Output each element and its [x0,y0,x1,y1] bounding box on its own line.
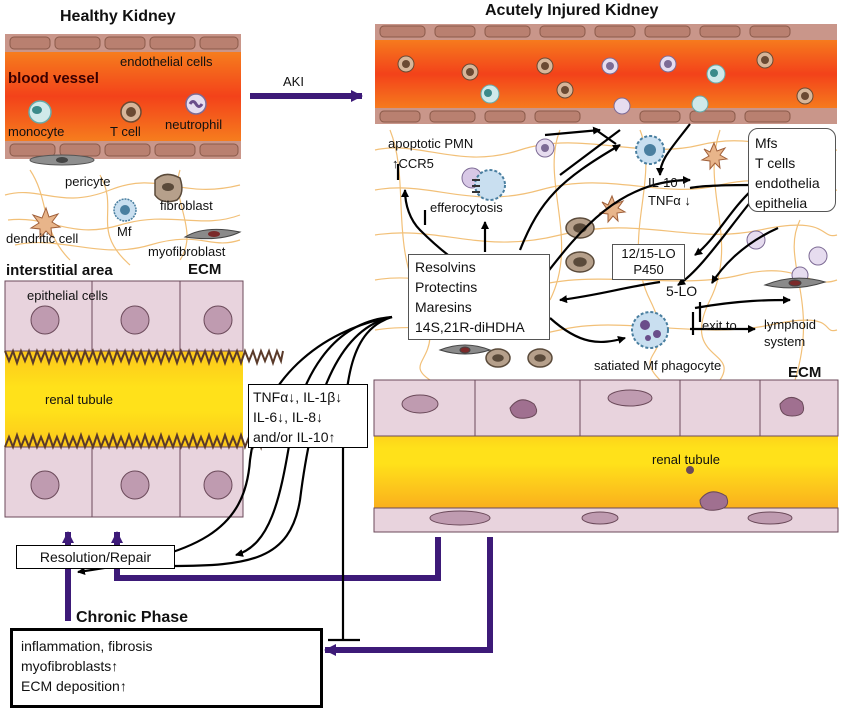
producer-endothelia: endothelia [755,175,820,191]
fibroblast-icon [154,173,183,203]
healthy-ecm-label: ECM [188,261,222,278]
mediator-dihdha: 14S,21R-diHDHA [415,319,525,335]
cytokine-line-2: IL-6↓, IL-8↓ [253,409,324,425]
cytokine-line-3: and/or IL-10↑ [253,429,336,445]
mf-label: Mf [117,224,132,239]
il10-label: IL-10 ↑ [648,175,688,190]
vessel-leukocytes-icon [397,51,814,115]
efferocytosis-label: efferocytosis [430,200,503,215]
fibroblast-label: fibroblast [160,198,213,213]
dendritic-cell-label: dendritic cell [6,231,79,246]
t-cell-label: T cell [110,124,141,139]
chronic-phase-box: inflammation, fibrosis myofibroblasts↑ E… [10,628,323,708]
mediator-resolvins: Resolvins [415,259,476,275]
neutrophil-label: neutrophil [165,117,223,132]
pericyte-icon [29,154,95,166]
mediator-protectins: Protectins [415,279,478,295]
chronic-phase-title: Chronic Phase [76,609,189,626]
healthy-blood-vessel [5,34,241,159]
injured-blood-vessel [375,24,837,124]
enzyme-p450: P450 [633,262,664,277]
chronic-line-2: myofibroblasts↑ [21,658,119,674]
interstitial-area-label: interstitial area [6,262,113,279]
injured-kidney-title: Acutely Injured Kidney [485,2,659,19]
five-lo-label: 5-LO [666,283,698,299]
producer-epithelia: epithelia [755,195,808,211]
injured-tubule [373,379,839,533]
t-cell-icon [120,101,142,123]
producer-t-cells: T cells [755,155,796,171]
dendritic-cell-icon [29,206,62,240]
mediators-box: Resolvins Protectins Maresins 14S,21R-di… [408,254,550,340]
blood-vessel-label: blood vessel [8,70,99,87]
injured-to-chronic-arrow [324,537,493,656]
enzyme-12-15-lo: 12/15-LO [621,246,676,261]
myofibroblast-icon [183,228,242,240]
satiated-mf-label: satiated Mf phagocyte [594,358,722,373]
injured-fibroblasts-icon [485,217,595,368]
monocyte-icon [28,100,52,124]
enzymes-box: 12/15-LO P450 [612,244,685,280]
producer-cells-box: Mfs T cells endothelia epithelia [748,128,836,212]
epithelial-cells-label: epithelial cells [27,288,108,303]
mediator-maresins: Maresins [415,299,472,315]
tnfa-label: TNFα ↓ [648,193,691,208]
chronic-line-1: inflammation, fibrosis [21,638,153,654]
macrophage-icon [113,198,137,222]
chronic-line-3: ECM deposition↑ [21,678,127,694]
aki-label: AKI [283,74,304,89]
cytokine-line-1: TNFα↓, IL-1β↓ [253,389,343,405]
pericyte-label: pericyte [65,174,111,189]
resolution-repair-box: Resolution/Repair [16,545,175,569]
apoptotic-pmn-label: apoptotic PMN [388,136,474,151]
neutrophil-icon [185,93,207,115]
injured-ecm-label: ECM [788,364,822,381]
monocyte-label: monocyte [8,124,65,139]
lymphoid-system-label: lymphoid system [764,317,817,349]
cytokine-box: TNFα↓, IL-1β↓ IL-6↓, IL-8↓ and/or IL-10↑ [248,384,368,448]
efferocytosing-macrophage-icon [472,135,665,201]
producer-mfs: Mfs [755,135,778,151]
exit-to-label: exit to [702,318,737,333]
healthy-renal-tubule-label: renal tubule [45,392,113,407]
satiated-macrophage-icon [631,311,669,349]
ccr5-label: ↑CCR5 [392,156,434,171]
myofibroblast-label: myofibroblast [148,244,226,259]
injured-renal-tubule-label: renal tubule [652,452,720,467]
healthy-tubule [4,280,284,518]
endothelial-cells-label: endothelial cells [120,54,213,69]
injured-myofibroblasts-icon [438,277,827,355]
healthy-kidney-title: Healthy Kidney [60,8,176,25]
